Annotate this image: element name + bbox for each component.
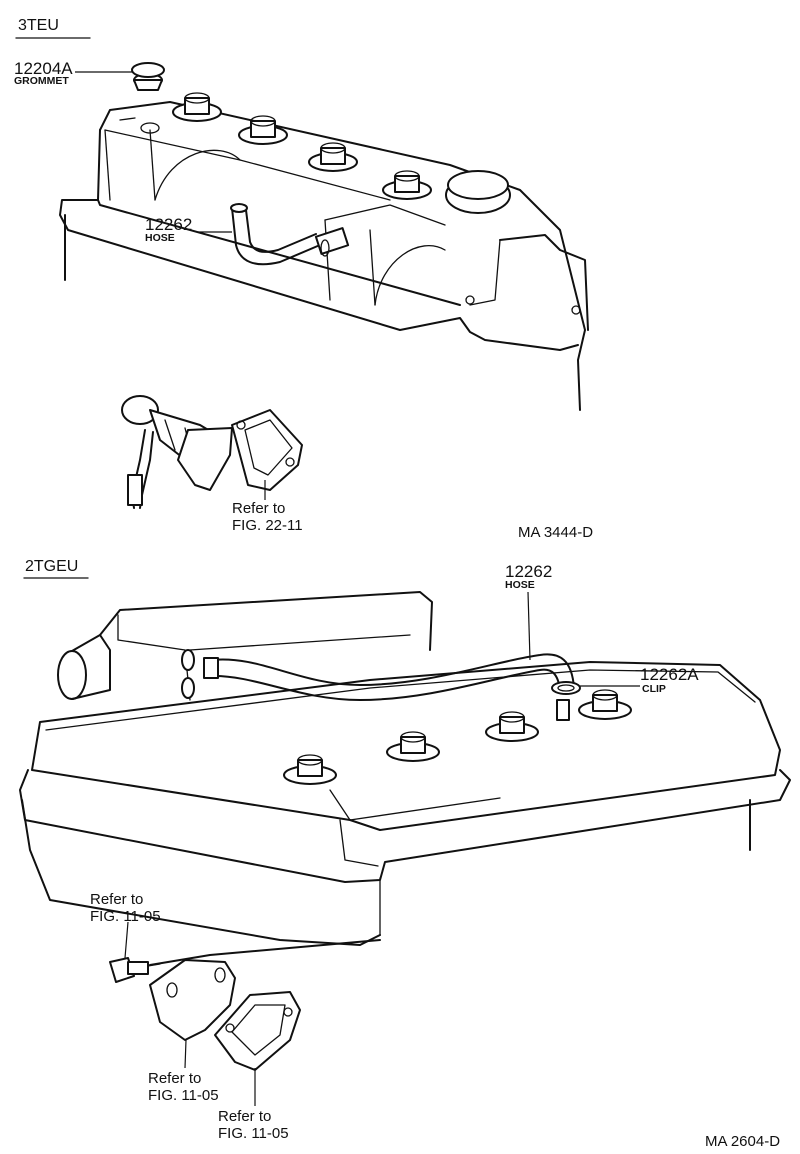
part-name-hose-lower: HOSE <box>505 579 535 591</box>
leader-fig-11-05-a <box>124 921 129 959</box>
sensor-assembly-upper <box>121 395 233 509</box>
ref-fig-11-05-b-line1: Refer to <box>148 1070 201 1087</box>
valve-cover-2tgeu <box>19 591 791 946</box>
part-name-grommet: GROMMET <box>14 75 69 87</box>
hose-part-lower <box>203 653 575 701</box>
part-number-12262-upper: 12262 <box>145 215 192 234</box>
drawing-code-lower: MA 2604-D <box>705 1133 780 1150</box>
sensor-fitting-lower <box>109 957 161 983</box>
part-number-12262-lower: 12262 <box>505 562 552 581</box>
valve-cover-3teu <box>59 92 589 411</box>
ref-fig-11-05-b-line2: FIG. 11-05 <box>148 1087 219 1104</box>
part-name-hose-upper: HOSE <box>145 232 175 244</box>
part-number-12204a: 12204A <box>14 59 73 78</box>
clip-part <box>551 681 581 695</box>
drawing-code-upper: MA 3444-D <box>518 524 593 541</box>
ref-fig-22-11-line1: Refer to <box>232 500 285 517</box>
gasket-upper <box>231 409 303 491</box>
part-number-12262a: 12262A <box>640 665 699 684</box>
part-name-clip: CLIP <box>642 683 666 695</box>
ref-fig-11-05-c-line2: FIG. 11-05 <box>218 1125 289 1142</box>
flange-lower <box>149 939 381 1041</box>
ref-fig-11-05-a-line2: FIG. 11-05 <box>90 908 161 925</box>
grommet-part <box>131 62 165 91</box>
ref-fig-11-05-a-line1: Refer to <box>90 891 143 908</box>
section-label-2tgeu: 2TGEU <box>25 558 78 575</box>
ref-fig-22-11-line2: FIG. 22-11 <box>232 517 303 534</box>
gasket-lower <box>214 991 301 1071</box>
leader-hose-lower <box>527 591 531 661</box>
section-label-3teu: 3TEU <box>18 17 59 34</box>
leader-fig-11-05-b <box>184 1039 187 1069</box>
ref-fig-11-05-c-line1: Refer to <box>218 1108 271 1125</box>
hose-part-upper <box>230 203 350 266</box>
